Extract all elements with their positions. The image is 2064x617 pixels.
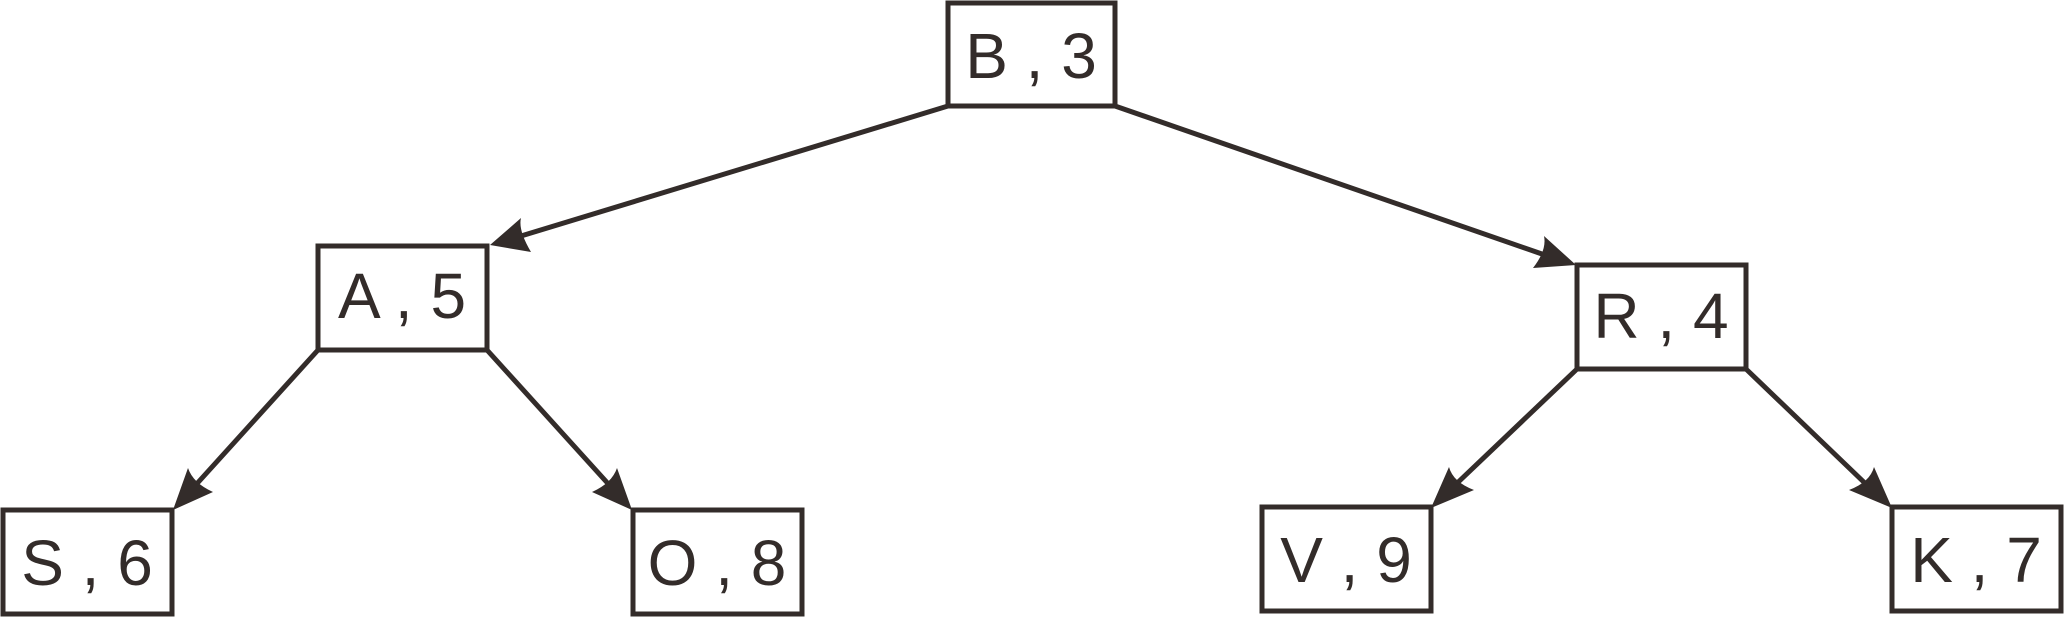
arrowhead-icon — [490, 218, 531, 252]
node-k: K , 7 — [1889, 504, 2064, 614]
edge-b-a — [490, 103, 949, 252]
edge-a-o — [485, 348, 632, 510]
node-label: R , 4 — [1593, 280, 1728, 352]
edge-line — [1114, 103, 1543, 257]
node-label: O , 8 — [648, 527, 787, 599]
node-label: B , 3 — [965, 20, 1097, 92]
node-box — [1889, 504, 2064, 614]
node-label: A , 5 — [338, 260, 466, 332]
node-box — [315, 243, 490, 353]
arrowhead-icon — [592, 468, 632, 510]
edge-line — [1450, 367, 1579, 490]
node-box — [1574, 262, 1749, 372]
node-b: B , 3 — [945, 0, 1118, 109]
node-v: V , 9 — [1259, 504, 1434, 614]
node-s: S , 6 — [0, 507, 175, 617]
node-r: R , 4 — [1574, 262, 1749, 372]
edge-line — [191, 348, 320, 490]
edge-b-r — [1114, 103, 1576, 268]
node-a: A , 5 — [315, 243, 490, 353]
edge-r-v — [1431, 367, 1579, 508]
arrowhead-icon — [1533, 236, 1576, 268]
arrowhead-icon — [173, 468, 213, 510]
node-label: K , 7 — [1910, 524, 2042, 596]
node-box — [630, 507, 805, 617]
edge-a-s — [173, 348, 320, 510]
edge-line — [485, 348, 614, 490]
arrowhead-icon — [1431, 467, 1474, 508]
node-o: O , 8 — [630, 507, 805, 617]
node-label: S , 6 — [21, 527, 153, 599]
arrowhead-icon — [1849, 467, 1892, 508]
node-label: V , 9 — [1280, 524, 1412, 596]
edge-r-k — [1744, 367, 1892, 508]
edge-line — [1744, 367, 1872, 490]
node-box — [945, 0, 1118, 109]
node-box — [0, 507, 175, 617]
node-box — [1259, 504, 1434, 614]
edge-line — [520, 103, 949, 239]
